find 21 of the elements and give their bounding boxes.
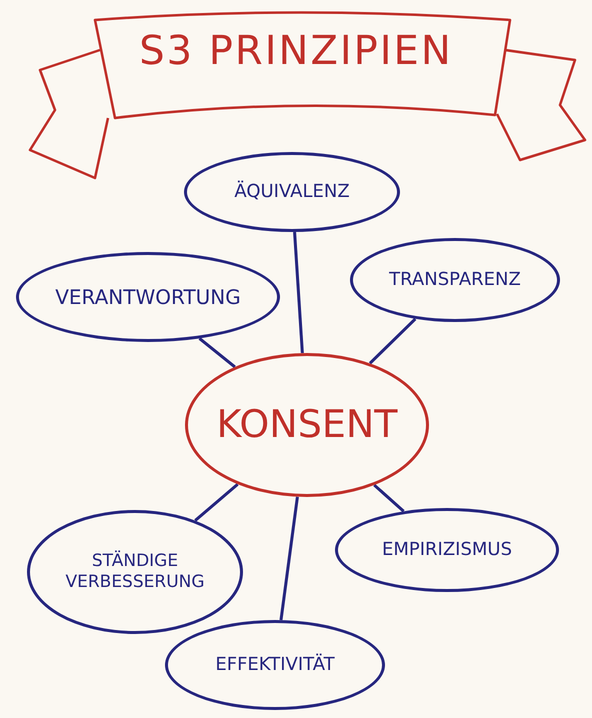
- node-label: ÄQUIVALENZ: [234, 180, 350, 204]
- connector-line: [198, 337, 236, 368]
- node-label: KONSENT: [216, 401, 398, 448]
- connector-line: [368, 318, 416, 364]
- connector-line: [373, 484, 405, 512]
- ellipse-node: [27, 510, 243, 634]
- connector-line: [293, 232, 304, 354]
- node-label: STÄNDIGE VERBESSERUNG: [64, 550, 206, 594]
- ellipse-node: [335, 508, 559, 592]
- ellipse-node: [165, 620, 385, 710]
- connector-line: [280, 496, 299, 620]
- connector-line: [194, 483, 239, 522]
- ellipse-node: [350, 238, 560, 322]
- node-label: EFFEKTIVITÄT: [215, 654, 335, 676]
- ellipse-node: [16, 252, 280, 342]
- ellipse-node: [184, 152, 400, 232]
- title: S3 PRINZIPIEN: [138, 28, 454, 74]
- node-label: EMPIRIZISMUS: [382, 538, 512, 562]
- node-label: TRANSPARENZ: [389, 268, 521, 292]
- ellipse-node: [185, 353, 429, 497]
- node-label: VERANTWORTUNG: [55, 284, 241, 310]
